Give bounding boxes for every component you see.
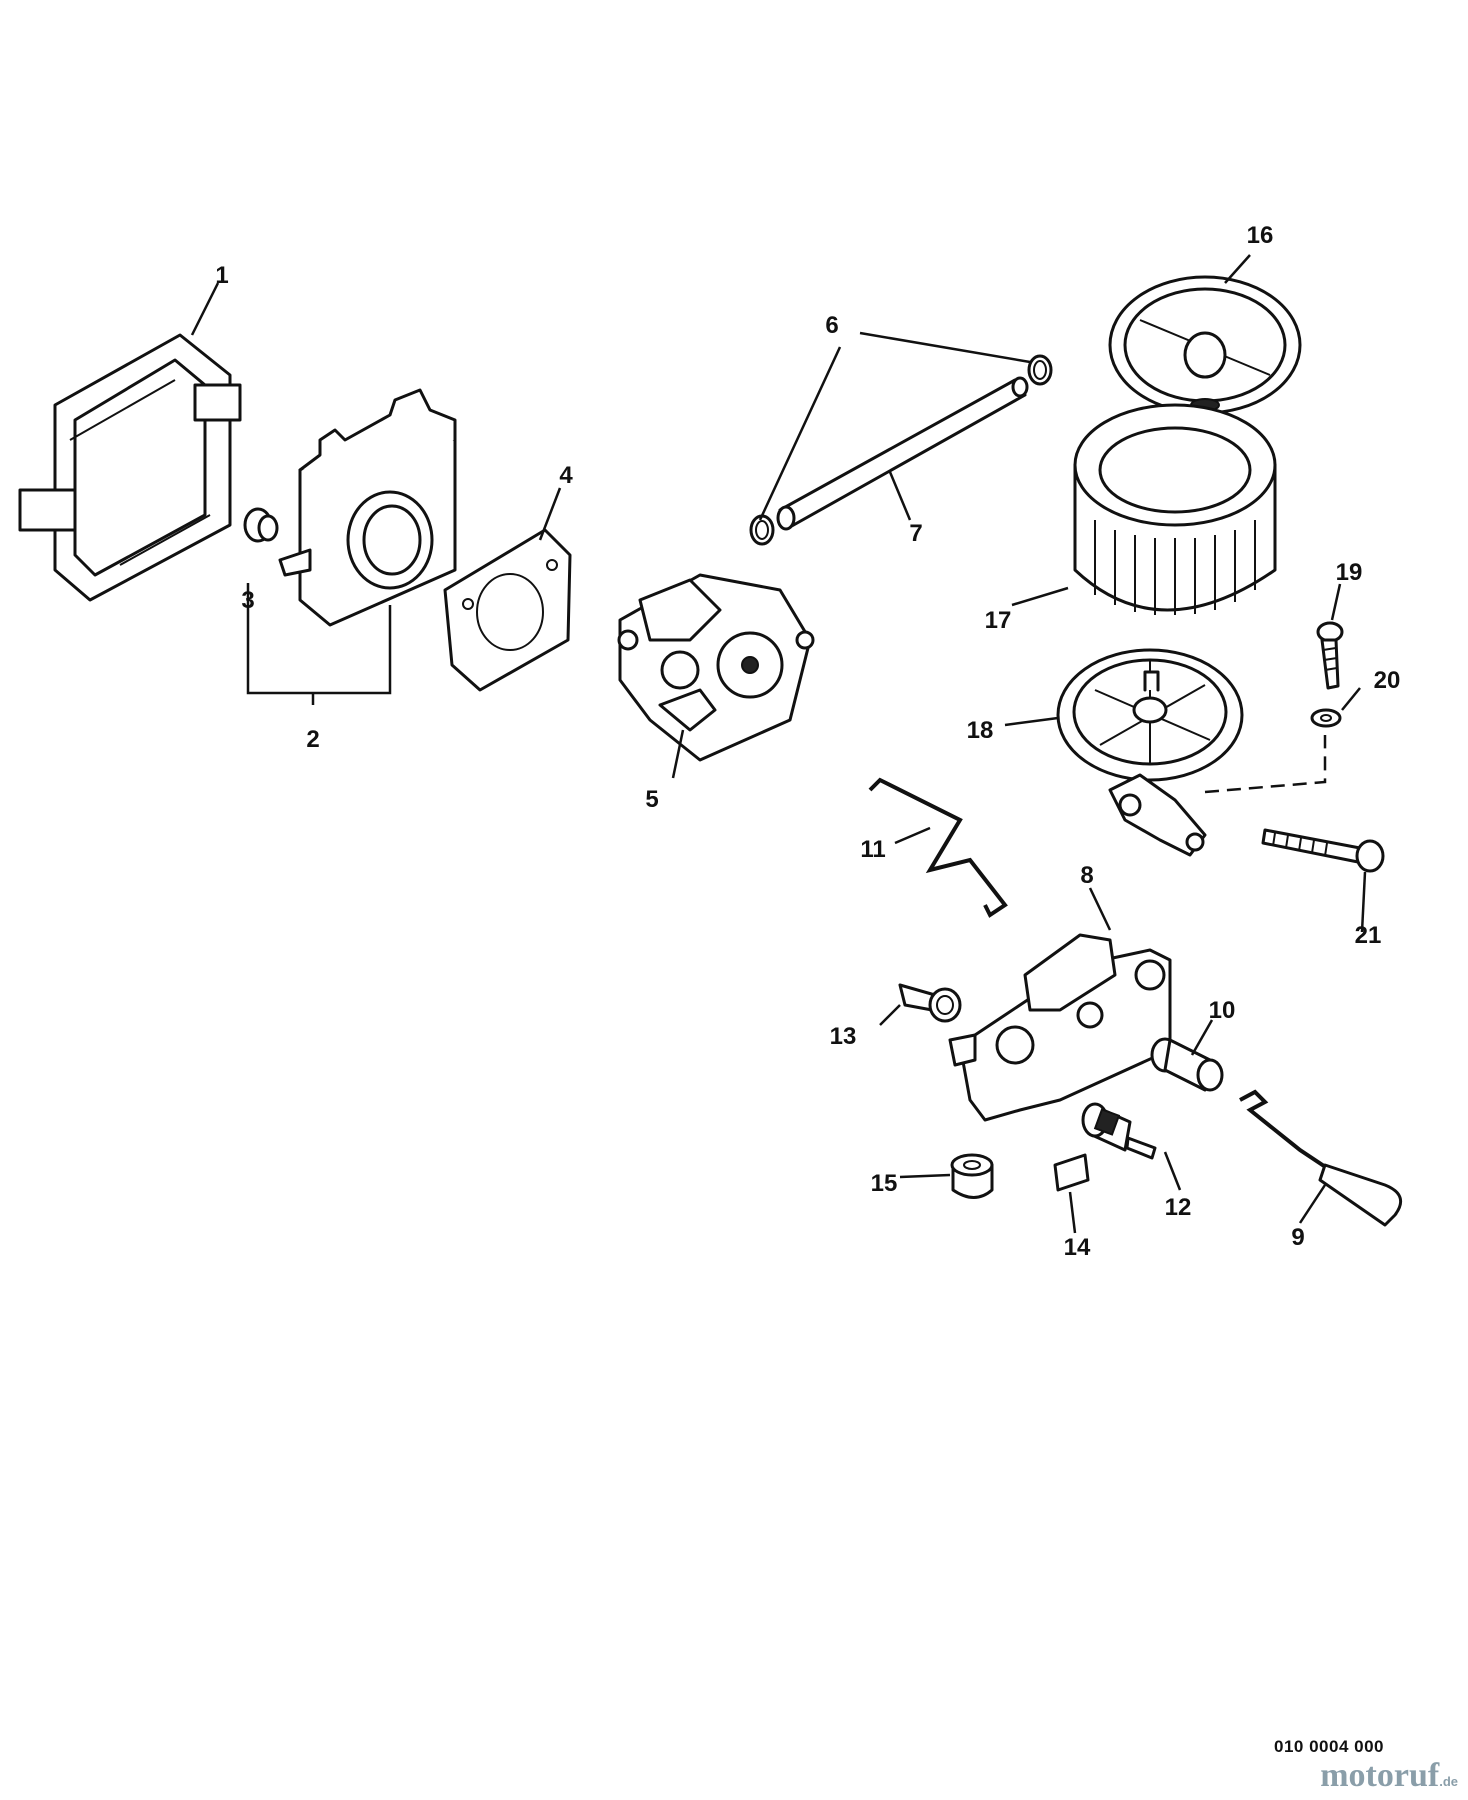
part-19-screw	[1316, 621, 1344, 690]
callout-20: 20	[1374, 667, 1401, 694]
part-3-bushing	[243, 507, 279, 543]
callout-5: 5	[645, 786, 658, 813]
part-15-spacer	[950, 1153, 994, 1199]
callout-18-19: 19	[1336, 559, 1363, 586]
callout-11: 11	[860, 836, 885, 863]
watermark-logo: motoruf.de	[1320, 1757, 1458, 1795]
part-17-filter	[1073, 403, 1277, 615]
callout-3: 3	[241, 587, 254, 614]
callout-18: 18	[967, 717, 994, 744]
callout-4: 4	[559, 462, 573, 489]
part-14-pad	[1053, 1153, 1090, 1192]
callout-16: 16	[1247, 222, 1274, 249]
part-13-clip	[898, 983, 962, 1023]
callout-labels: 1 2 3 4 5 6 7 8 9 10 11 12 13 14 15 16 1…	[215, 222, 1400, 1261]
part-8-housing	[948, 933, 1172, 1122]
callout-13: 13	[830, 1023, 857, 1050]
part-16-cover	[1108, 275, 1302, 415]
part-10-sleeve	[1150, 1037, 1224, 1092]
watermark-tld: .de	[1439, 1774, 1458, 1789]
callout-21: 21	[1355, 922, 1382, 949]
callout-14: 14	[1064, 1234, 1091, 1261]
reference-code: 010 0004 000	[1274, 1737, 1384, 1756]
callout-12: 12	[1165, 1194, 1192, 1221]
part-18-base	[1056, 648, 1244, 857]
part-2-flange	[278, 388, 457, 627]
leader-lines	[190, 254, 1367, 1234]
callout-17: 17	[985, 607, 1012, 634]
part-20-washer	[1310, 708, 1342, 728]
part-11-rod	[868, 777, 1008, 918]
callout-1: 1	[215, 262, 228, 289]
callout-8: 8	[1080, 862, 1093, 889]
callout-9: 9	[1291, 1224, 1304, 1251]
callout-7: 7	[909, 520, 922, 547]
part-7-hose	[776, 376, 1029, 531]
part-6-rings	[749, 354, 1053, 546]
part-5-carburetor	[617, 573, 815, 762]
part-9-lever	[1239, 1089, 1403, 1227]
part-21-screw	[1261, 828, 1385, 873]
watermark-brand: motoruf	[1320, 1757, 1440, 1794]
part-12-valve	[1081, 1102, 1157, 1160]
callout-2: 2	[306, 726, 319, 753]
callout-10: 10	[1209, 997, 1236, 1024]
callout-15: 15	[871, 1170, 898, 1197]
callout-6: 6	[825, 312, 838, 339]
part-1-frame	[18, 333, 242, 602]
part-4-gasket	[443, 528, 572, 692]
